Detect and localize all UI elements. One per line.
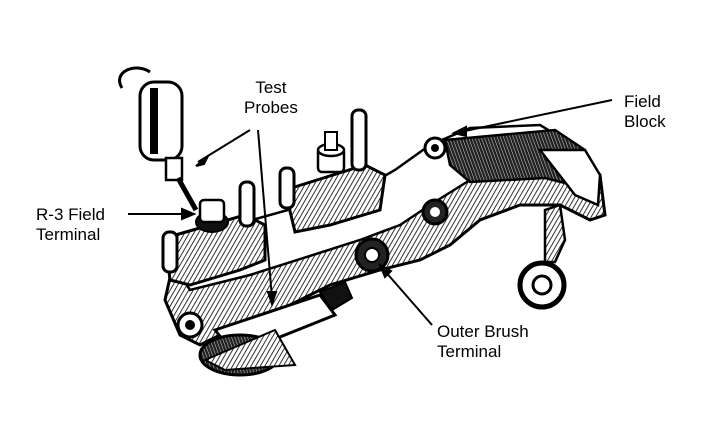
screw-heads	[176, 136, 449, 339]
outer-brush-terminal-line-2: Terminal	[437, 342, 502, 361]
outer-brush-terminal-line-1: Outer Brush	[437, 322, 529, 341]
center-terminal-pocket	[278, 108, 387, 234]
r3-field-terminal-label: R-3 Field Terminal	[36, 205, 105, 245]
test-probes-label: Test Probes	[244, 78, 298, 118]
r3-field-terminal-line-1: R-3 Field	[36, 205, 105, 224]
lower-test-probe	[198, 280, 354, 377]
leader-lines	[128, 99, 613, 326]
outer-brush-terminal-label: Outer Brush Terminal	[437, 322, 529, 362]
r3-terminal-pocket	[161, 180, 267, 287]
field-block-line-2: Block	[624, 112, 666, 131]
test-probes-line-1: Test	[255, 78, 287, 97]
field-block-line-1: Field	[624, 92, 661, 111]
field-block-label: Field Block	[624, 92, 666, 132]
test-probes-line-2: Probes	[244, 98, 298, 117]
r3-field-terminal-line-2: Terminal	[36, 225, 101, 244]
upper-test-probe	[118, 66, 199, 212]
